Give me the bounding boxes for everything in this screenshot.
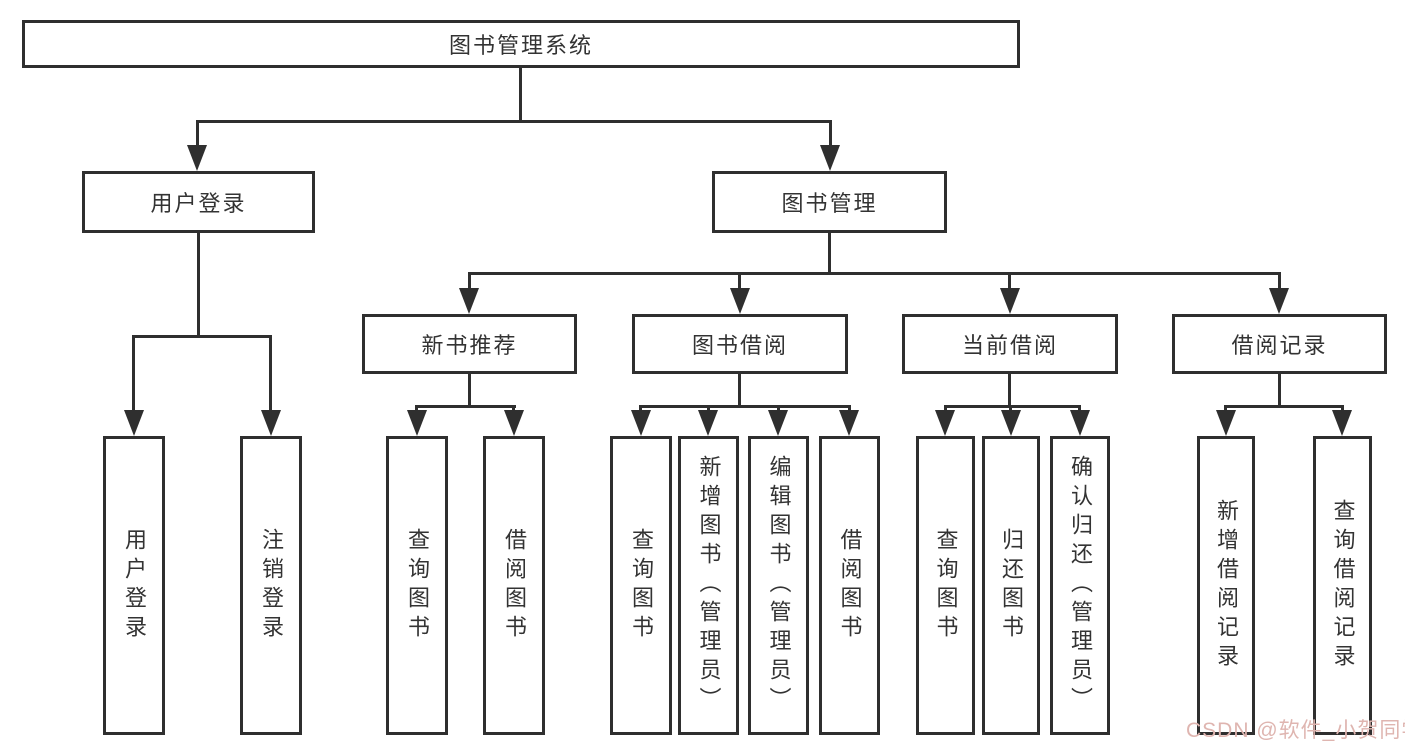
connector-line xyxy=(944,405,947,413)
connector-line xyxy=(416,405,516,408)
leaf-label: 注销登录 xyxy=(259,527,284,644)
node-label: 图书借阅 xyxy=(691,333,788,358)
arrowhead-down xyxy=(1070,410,1090,436)
leaf-edit-book-admin: 编辑图书（管理员） xyxy=(748,436,809,735)
node-book-management: 图书管理 xyxy=(712,171,947,233)
arrowhead-down xyxy=(1001,410,1021,436)
connector-line xyxy=(468,272,471,294)
leaf-label: 查询图书 xyxy=(629,527,654,644)
connector-line xyxy=(828,233,831,274)
connector-line xyxy=(197,233,200,336)
node-new-book-recommend: 新书推荐 xyxy=(362,314,577,374)
connector-line xyxy=(1341,405,1344,413)
leaf-label: 用户登录 xyxy=(122,527,147,644)
arrowhead-down xyxy=(261,410,281,436)
arrowhead-down xyxy=(820,145,840,171)
connector-line xyxy=(415,405,418,413)
leaf-query-borrow-record: 查询借阅记录 xyxy=(1313,436,1372,735)
leaf-label: 归还图书 xyxy=(999,527,1024,644)
connector-line xyxy=(197,120,832,123)
leaf-confirm-return-admin: 确认归还（管理员） xyxy=(1050,436,1110,735)
connector-line xyxy=(1224,405,1227,413)
node-borrow-records: 借阅记录 xyxy=(1172,314,1387,374)
connector-line xyxy=(196,120,199,148)
connector-line xyxy=(512,405,515,413)
leaf-label: 借阅图书 xyxy=(502,527,527,644)
leaf-label: 编辑图书（管理员） xyxy=(766,455,792,716)
leaf-label: 新增借阅记录 xyxy=(1214,498,1239,673)
leaf-label: 查询图书 xyxy=(405,527,430,644)
connector-line xyxy=(1078,405,1081,413)
node-user-login: 用户登录 xyxy=(82,171,315,233)
leaf-query-books-borrow: 查询图书 xyxy=(610,436,672,735)
connector-line xyxy=(1278,272,1281,294)
leaf-logout: 注销登录 xyxy=(240,436,302,735)
arrowhead-down xyxy=(1269,288,1289,314)
connector-line xyxy=(1226,405,1343,408)
connector-line xyxy=(132,335,272,338)
connector-line xyxy=(519,68,522,121)
arrowhead-down xyxy=(631,410,651,436)
arrowhead-down xyxy=(504,410,524,436)
arrowhead-down xyxy=(407,410,427,436)
arrowhead-down xyxy=(124,410,144,436)
leaf-query-books-current: 查询图书 xyxy=(916,436,975,735)
connector-line xyxy=(468,272,1281,275)
arrowhead-down xyxy=(1332,410,1352,436)
connector-line xyxy=(1008,272,1011,294)
arrowhead-down xyxy=(698,410,718,436)
arrowhead-down xyxy=(935,410,955,436)
arrowhead-down xyxy=(1000,288,1020,314)
leaf-query-books-recommend: 查询图书 xyxy=(386,436,448,735)
connector-line xyxy=(829,120,832,148)
leaf-user-login: 用户登录 xyxy=(103,436,165,735)
leaf-borrow-books-recommend: 借阅图书 xyxy=(483,436,545,735)
leaf-label: 借阅图书 xyxy=(837,527,863,644)
leaf-return-books: 归还图书 xyxy=(982,436,1040,735)
connector-line xyxy=(1009,405,1012,413)
connector-line xyxy=(707,405,710,413)
watermark: CSDN @软件_小贺同学 xyxy=(1186,719,1405,742)
arrowhead-down xyxy=(1216,410,1236,436)
connector-line xyxy=(640,405,851,408)
leaf-add-book-admin: 新增图书（管理员） xyxy=(678,436,739,735)
arrowhead-down xyxy=(459,288,479,314)
arrowhead-down xyxy=(187,145,207,171)
leaf-label: 确认归还（管理员） xyxy=(1068,455,1093,716)
leaf-label: 查询借阅记录 xyxy=(1330,498,1356,673)
connector-line xyxy=(777,405,780,413)
leaf-add-borrow-record: 新增借阅记录 xyxy=(1197,436,1255,735)
node-book-borrow: 图书借阅 xyxy=(632,314,848,374)
connector-line xyxy=(468,374,471,406)
node-label: 借阅记录 xyxy=(1231,333,1328,358)
node-current-borrow: 当前借阅 xyxy=(902,314,1118,374)
connector-line xyxy=(945,405,1081,408)
node-label: 图书管理系统 xyxy=(448,33,593,58)
leaf-label: 查询图书 xyxy=(933,527,959,644)
arrowhead-down xyxy=(768,410,788,436)
connector-line xyxy=(848,405,851,413)
node-library-management-system: 图书管理系统 xyxy=(22,20,1020,68)
node-label: 新书推荐 xyxy=(421,333,518,358)
connector-line xyxy=(132,335,135,412)
connector-line xyxy=(1278,374,1281,406)
node-label: 图书管理 xyxy=(781,191,878,216)
connector-line xyxy=(1008,374,1011,406)
connector-line xyxy=(639,405,642,413)
connector-line xyxy=(269,335,272,412)
node-label: 当前借阅 xyxy=(961,333,1058,358)
connector-line xyxy=(738,272,741,294)
leaf-borrow-books: 借阅图书 xyxy=(819,436,880,735)
connector-line xyxy=(738,374,741,406)
arrowhead-down xyxy=(839,410,859,436)
arrowhead-down xyxy=(730,288,750,314)
leaf-label: 新增图书（管理员） xyxy=(696,455,722,716)
node-label: 用户登录 xyxy=(150,191,247,216)
